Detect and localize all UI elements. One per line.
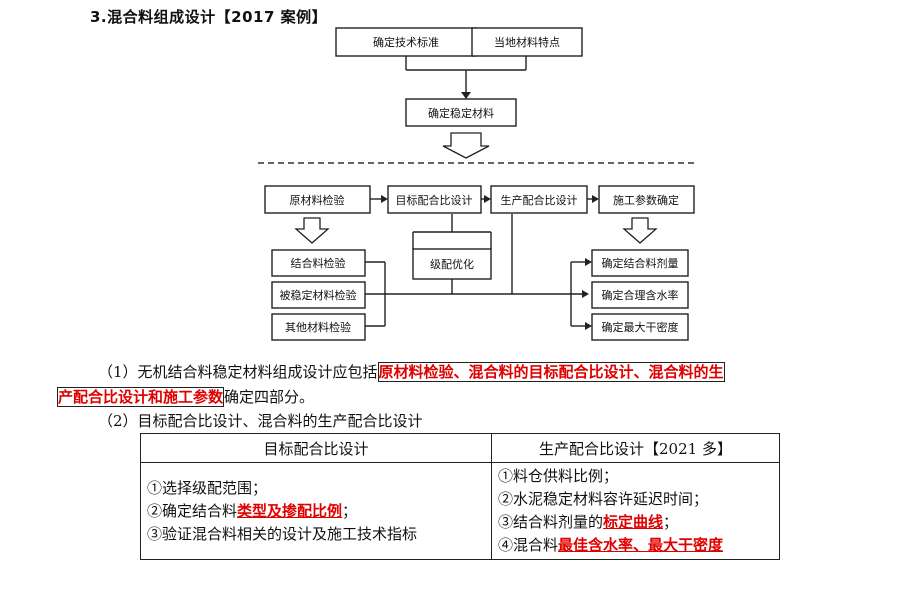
production-item-2: ②水泥稳定材料容许延迟时间； xyxy=(498,490,709,508)
down-arrow-icon xyxy=(622,217,658,244)
box-binder-test: 结合料检验 xyxy=(271,249,366,277)
svg-text:确定合理含水率: 确定合理含水率 xyxy=(602,288,679,302)
svg-text:确定最大干密度: 确定最大干密度 xyxy=(602,320,679,334)
paragraph-1-end: 确定四部分。 xyxy=(224,388,315,406)
svg-text:当地材料特点: 当地材料特点 xyxy=(494,35,560,49)
svg-text:原材料检验: 原材料检验 xyxy=(290,193,345,207)
highlight-type-ratio: 类型及掺配比例 xyxy=(237,501,343,520)
highlight-four-parts-b: 产配合比设计和施工参数 xyxy=(57,387,225,407)
table-header-target: 目标配合比设计 xyxy=(140,433,492,463)
svg-text:确定技术标准: 确定技术标准 xyxy=(373,35,439,49)
production-item-1: ①料仓供料比例； xyxy=(498,467,619,485)
svg-text:生产配合比设计: 生产配合比设计 xyxy=(501,193,578,207)
paragraph-1-line-2: 产配合比设计和施工参数确定四部分。 xyxy=(57,385,314,409)
paragraph-1-line-1: （1）无机结合料稳定材料组成设计应包括原材料检验、混合料的目标配合比设计、混合料… xyxy=(98,360,725,384)
svg-text:施工参数确定: 施工参数确定 xyxy=(613,193,679,207)
paragraph-1-intro: （1）无机结合料稳定材料组成设计应包括 xyxy=(98,363,378,381)
box-stabilized-material-test: 被稳定材料检验 xyxy=(271,281,366,309)
box-grading-optimization: 级配优化 xyxy=(412,248,492,280)
target-item-1: ①选择级配范围； xyxy=(147,478,268,497)
svg-text:被稳定材料检验: 被稳定材料检验 xyxy=(280,288,357,302)
box-construction-params: 施工参数确定 xyxy=(598,185,695,214)
svg-text:目标配合比设计: 目标配合比设计 xyxy=(396,193,473,207)
svg-text:其他材料检验: 其他材料检验 xyxy=(285,320,351,334)
target-item-3: ③验证混合料相关的设计及施工技术指标 xyxy=(147,524,418,543)
target-item-2: ②确定结合料类型及掺配比例； xyxy=(147,501,358,520)
section-heading: 3.混合料组成设计【2017 案例】 xyxy=(90,8,328,26)
box-stable-material: 确定稳定材料 xyxy=(405,98,517,127)
table-header-production: 生产配合比设计【2021 多】 xyxy=(491,433,780,463)
down-arrow-icon xyxy=(442,132,490,159)
box-other-material-test: 其他材料检验 xyxy=(271,313,366,341)
production-item-4: ④混合料最佳含水率、最大干密度 xyxy=(498,536,724,554)
down-arrow-icon xyxy=(294,217,330,244)
svg-text:结合料检验: 结合料检验 xyxy=(291,256,346,270)
comparison-table: 目标配合比设计 生产配合比设计【2021 多】 ①选择级配范围； ②确定结合料类… xyxy=(140,433,780,560)
svg-text:确定稳定材料: 确定稳定材料 xyxy=(428,106,494,120)
box-production-mix-design: 生产配合比设计 xyxy=(490,185,588,214)
production-item-3: ③结合料剂量的标定曲线； xyxy=(498,513,679,531)
svg-text:级配优化: 级配优化 xyxy=(430,257,474,271)
production-design-items: ①料仓供料比例； ②水泥稳定材料容许延迟时间； ③结合料剂量的标定曲线； ④混合… xyxy=(491,462,780,560)
box-local-material: 当地材料特点 xyxy=(471,27,583,57)
box-raw-material-test: 原材料检验 xyxy=(264,185,371,214)
highlight-four-parts-a: 原材料检验、混合料的目标配合比设计、混合料的生 xyxy=(377,362,725,382)
paragraph-2: （2）目标配合比设计、混合料的生产配合比设计 xyxy=(98,412,423,430)
box-max-dry-density: 确定最大干密度 xyxy=(591,313,689,341)
box-tech-standard: 确定技术标准 xyxy=(335,27,477,57)
box-target-mix-design: 目标配合比设计 xyxy=(387,185,482,214)
box-water-content: 确定合理含水率 xyxy=(591,281,689,309)
svg-text:确定结合料剂量: 确定结合料剂量 xyxy=(602,256,679,270)
box-binder-dosage: 确定结合料剂量 xyxy=(591,249,689,277)
highlight-calibration-curve: 标定曲线 xyxy=(603,513,664,531)
target-design-items: ①选择级配范围； ②确定结合料类型及掺配比例； ③验证混合料相关的设计及施工技术… xyxy=(140,462,492,560)
design-flowchart: 确定技术标准 当地材料特点 确定稳定材料 原材料检验 目标配合比设计 生产配合比… xyxy=(258,27,696,341)
highlight-water-density: 最佳含水率、最大干密度 xyxy=(558,536,724,554)
